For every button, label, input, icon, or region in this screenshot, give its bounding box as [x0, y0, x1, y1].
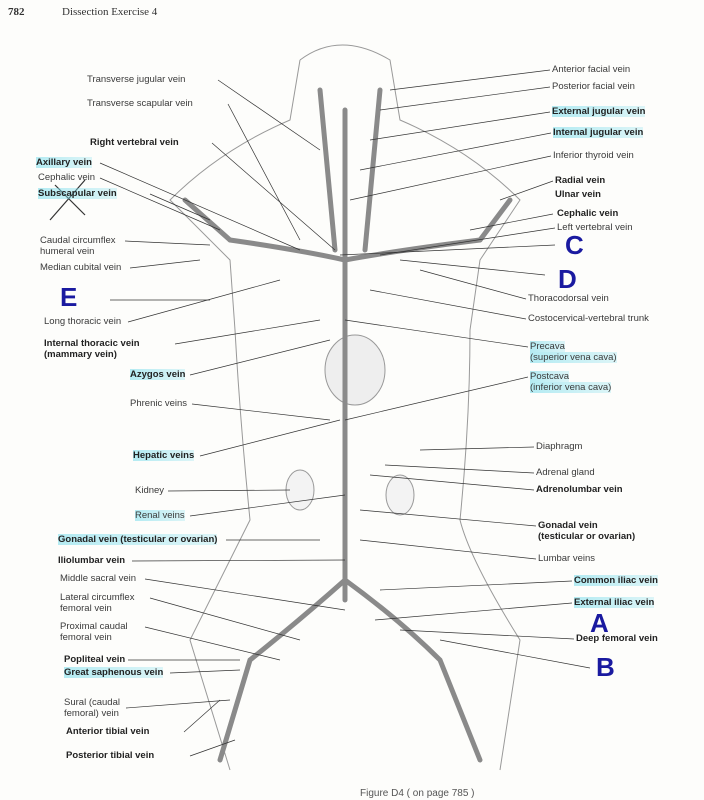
label-caudal-femoral-vein: femoral) vein: [64, 708, 119, 719]
label-external-jugular-vein: External jugular vein: [552, 106, 646, 117]
label-azygos-vein: Azygos vein: [130, 369, 186, 380]
label-ulnar-vein: Ulnar vein: [555, 189, 601, 200]
label-right-vertebral-vein: Right vertebral vein: [90, 137, 179, 148]
label-cephalic-vein: Cephalic vein: [38, 172, 96, 183]
label-median-cubital-vein: Median cubital vein: [40, 262, 122, 273]
label-testicular-or-ovarian: (testicular or ovarian): [538, 531, 636, 542]
label-phrenic-veins: Phrenic veins: [130, 398, 188, 409]
body-outline: [169, 44, 521, 771]
label-kidney: Kidney: [135, 485, 165, 496]
handwritten-mark-c: C: [565, 230, 584, 260]
label-internal-thoracic-vein: Internal thoracic vein: [44, 338, 140, 349]
label-precava: Precava: [530, 341, 565, 352]
label-great-saphenous-vein: Great saphenous vein: [64, 667, 164, 678]
section-title: Dissection Exercise 4: [62, 6, 158, 18]
label-iliolumbar-vein: Iliolumbar vein: [58, 555, 126, 566]
label-adrenolumbar-vein: Adrenolumbar vein: [536, 484, 623, 495]
label-thoracodorsal-vein: Thoracodorsal vein: [528, 293, 609, 304]
label-adrenal-gland: Adrenal gland: [536, 467, 595, 478]
label-transverse-jugular-vein: Transverse jugular vein: [87, 74, 186, 85]
label-inferior-thyroid-vein: Inferior thyroid vein: [553, 150, 634, 161]
label-mammary-vein: (mammary vein): [44, 349, 117, 360]
cross-out-mark: [49, 179, 86, 221]
label-external-iliac-vein: External iliac vein: [574, 597, 655, 608]
label-lateral-circumflex: Lateral circumflex: [60, 592, 135, 603]
label-costocervical-vertebral-trunk: Costocervical-vertebral trunk: [528, 313, 649, 324]
handwritten-mark-a: A: [590, 608, 609, 638]
right-kidney: [385, 474, 415, 516]
label-inferior-vena-cava: (inferior vena cava): [530, 382, 612, 393]
label-left-vertebral-vein: Left vertebral vein: [557, 222, 633, 233]
label-common-iliac-vein: Common iliac vein: [574, 575, 658, 586]
label-proximal-caudal: Proximal caudal: [60, 621, 128, 632]
label-gonadal-vein-right: Gonadal vein: [538, 520, 598, 531]
veins: [182, 87, 513, 763]
label-posterior-tibial-vein: Posterior tibial vein: [66, 750, 155, 761]
label-deep-femoral-vein: Deep femoral vein: [576, 633, 658, 644]
label-middle-sacral-vein: Middle sacral vein: [60, 573, 137, 584]
label-popliteal-vein: Popliteal vein: [64, 654, 126, 665]
label-posterior-facial-vein: Posterior facial vein: [552, 81, 635, 92]
label-hepatic-veins: Hepatic veins: [133, 450, 195, 461]
label-sural: Sural (caudal: [64, 697, 120, 708]
label-axillary-vein: Axillary vein: [36, 157, 92, 168]
label-anterior-facial-vein: Anterior facial vein: [552, 64, 631, 75]
label-femoral-vein-1: femoral vein: [60, 603, 112, 614]
label-gonadal-vein-left: Gonadal vein (testicular or ovarian): [58, 534, 218, 545]
handwritten-mark-e: E: [60, 282, 78, 312]
label-subscapular-vein: Subscapular vein: [38, 188, 117, 199]
label-femoral-vein-2: femoral vein: [60, 632, 112, 643]
page-number: 782: [8, 6, 25, 18]
heart: [324, 334, 386, 406]
label-postcava: Postcava: [530, 371, 570, 382]
label-anterior-tibial-vein: Anterior tibial vein: [66, 726, 150, 737]
handwritten-mark-d: D: [558, 264, 577, 294]
label-superior-vena-cava: (superior vena cava): [530, 352, 617, 363]
label-caudal-circumflex: Caudal circumflex: [40, 235, 116, 246]
label-long-thoracic-vein: Long thoracic vein: [44, 316, 122, 327]
label-cephalic-vein-right: Cephalic vein: [557, 208, 619, 219]
label-diaphragm: Diaphragm: [536, 441, 583, 452]
label-lumbar-veins: Lumbar veins: [538, 553, 596, 564]
figure-caption: Figure D4 ( on page 785 ): [360, 788, 475, 799]
handwritten-mark-b: B: [596, 652, 615, 682]
left-kidney: [285, 469, 315, 511]
label-humeral-vein: humeral vein: [40, 246, 95, 257]
label-renal-veins: Renal veins: [135, 510, 185, 521]
label-internal-jugular-vein: Internal jugular vein: [553, 127, 644, 138]
label-transverse-scapular-vein: Transverse scapular vein: [87, 98, 193, 109]
label-radial-vein: Radial vein: [555, 175, 606, 186]
